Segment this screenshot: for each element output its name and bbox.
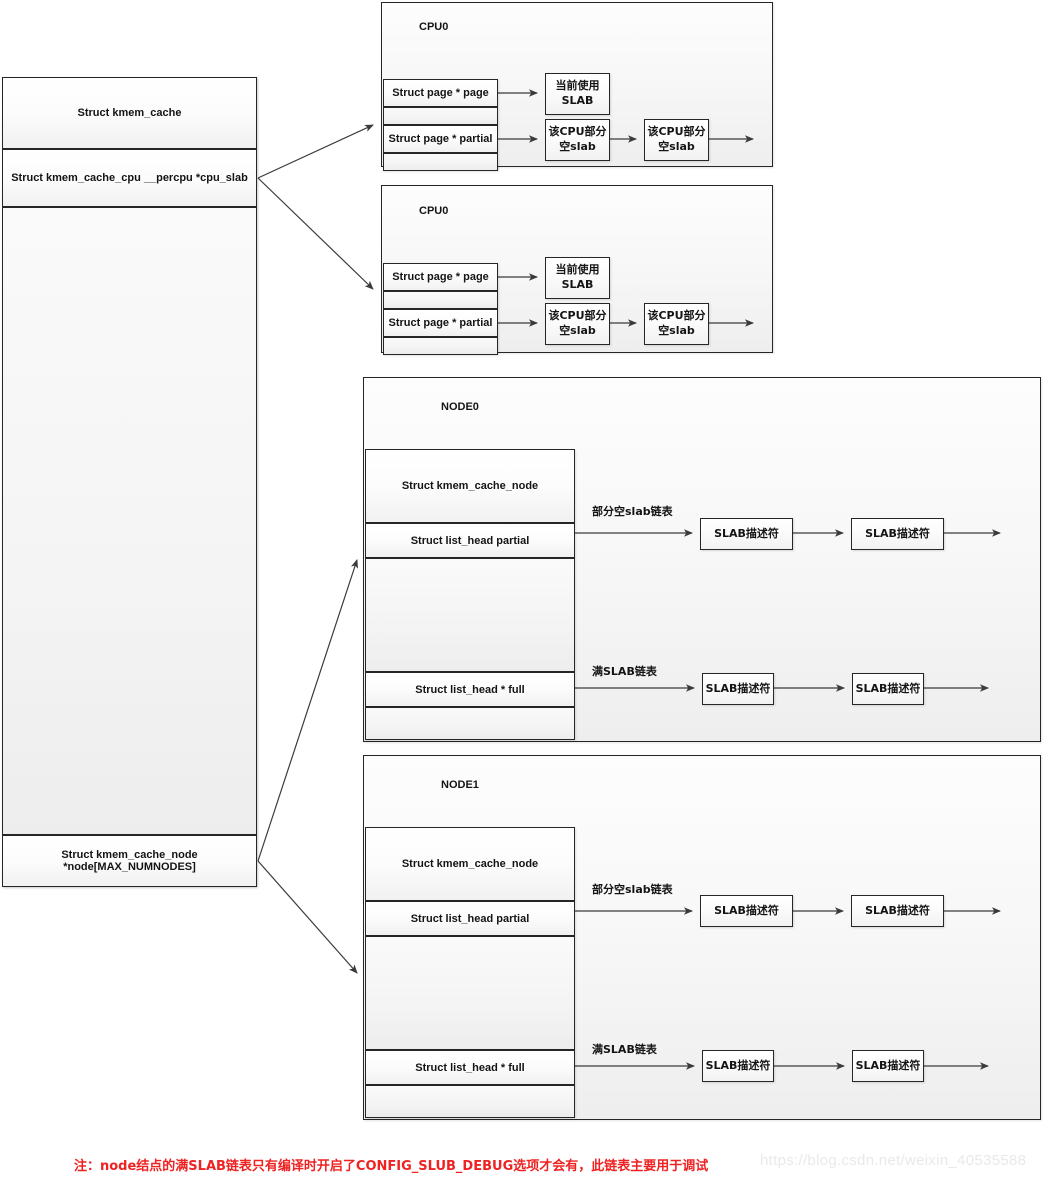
cpu-block-0-partial-slab-1-line2: 空slab: [559, 140, 596, 153]
node-block-1-full-slab-1-label: SLAB描述符: [705, 1058, 771, 1072]
cpu-block-1-current-slab-line2: SLAB: [561, 278, 594, 291]
cpu-block-0-row-page[interactable]: Struct page * page: [383, 79, 498, 107]
node-block-0-row-gap: [365, 558, 575, 672]
cpu-block-0-current-slab[interactable]: 当前使用 SLAB: [545, 73, 610, 115]
cpu-block-1-row-gap2: [383, 337, 498, 355]
cpu-block-0-page-label: Struct page * page: [392, 87, 489, 99]
node-block-0-partial-label: Struct list_head partial: [410, 534, 530, 547]
node-block-1-full-edge-label: 满SLAB链表: [592, 1043, 657, 1056]
node-block-1-partial-slab-2[interactable]: SLAB描述符: [851, 895, 944, 927]
node-block-1-row-partial[interactable]: Struct list_head partial: [365, 901, 575, 936]
cpu-block-1-row-partial[interactable]: Struct page * partial: [383, 309, 498, 337]
edge-cpuslab-to-cpu1: [257, 177, 374, 290]
cpu-block-1-row-page[interactable]: Struct page * page: [383, 263, 498, 291]
cpu-block-1-partial-label: Struct page * partial: [388, 317, 493, 329]
node-block-1-partial-edge-label: 部分空slab链表: [592, 883, 673, 896]
node-block-0-full-label: Struct list_head * full: [415, 683, 525, 696]
node-block-0-row-cache-node[interactable]: Struct kmem_cache_node: [365, 449, 575, 523]
node-block-0-partial-slab-2[interactable]: SLAB描述符: [851, 518, 944, 550]
node-block-0-row-tail: [365, 707, 575, 740]
kmem-cache-row-node-array[interactable]: Struct kmem_cache_node *node[MAX_NUMNODE…: [2, 835, 257, 887]
node-block-0-partial-slab-2-label: SLAB描述符: [865, 526, 930, 540]
node-block-0-row-partial[interactable]: Struct list_head partial: [365, 523, 575, 558]
node-block-0-full-slab-1-label: SLAB描述符: [705, 681, 771, 695]
node-block-0-partial-slab-1-label: SLAB描述符: [714, 526, 779, 540]
node-block-1-row-cache-node[interactable]: Struct kmem_cache_node: [365, 827, 575, 901]
cpu-block-0-partial-slab-1[interactable]: 该CPU部分 空slab: [545, 119, 610, 161]
cpu-block-1-partial-slab-1-line1: 该CPU部分: [548, 309, 607, 323]
node-block-1-partial-slab-1[interactable]: SLAB描述符: [700, 895, 793, 927]
cpu-block-1-partial-slab-1-line2: 空slab: [559, 324, 596, 337]
node-block-1-full-label: Struct list_head * full: [415, 1061, 525, 1074]
node-block-1-row-gap: [365, 936, 575, 1050]
node-block-1-partial-slab-1-label: SLAB描述符: [714, 903, 779, 917]
cpu-block-0-partial-slab-2[interactable]: 该CPU部分 空slab: [644, 119, 709, 161]
node-block-1-full-slab-1[interactable]: SLAB描述符: [702, 1050, 774, 1082]
edge-cpuslab-to-cpu0: [257, 124, 374, 179]
node-block-1-row-full[interactable]: Struct list_head * full: [365, 1050, 575, 1085]
cpu-block-0-title: CPU0: [419, 21, 449, 33]
node-block-0-partial-edge-label: 部分空slab链表: [592, 505, 673, 518]
node-block-0-full-slab-1[interactable]: SLAB描述符: [702, 673, 774, 705]
cpu-block-0-current-slab-line1: 当前使用: [555, 79, 600, 93]
node-block-1-row-tail: [365, 1085, 575, 1118]
cpu-block-1-current-slab[interactable]: 当前使用 SLAB: [545, 257, 610, 299]
edge-nodearray-to-node0: [257, 559, 359, 862]
node-block-0-full-edge-label: 满SLAB链表: [592, 665, 657, 678]
node-block-1-partial-label: Struct list_head partial: [410, 912, 530, 925]
cpu-block-1-title: CPU0: [419, 205, 449, 217]
cpu-block-1-partial-slab-2-line2: 空slab: [658, 324, 695, 337]
cpu-block-1-partial-slab-2-line1: 该CPU部分: [647, 309, 706, 323]
cpu-block-0-partial-label: Struct page * partial: [388, 133, 493, 145]
node-block-0-title: NODE0: [441, 401, 479, 413]
cpu-block-0-partial-slab-2-line2: 空slab: [658, 140, 695, 153]
edge-nodearray-to-node1: [257, 860, 358, 974]
kmem-cache-cpu-slab-label: Struct kmem_cache_cpu __percpu *cpu_slab: [11, 172, 248, 184]
cpu-block-1-partial-slab-1[interactable]: 该CPU部分 空slab: [545, 303, 610, 345]
kmem-cache-node-array-label: Struct kmem_cache_node *node[MAX_NUMNODE…: [61, 849, 198, 873]
node-block-0-row-full[interactable]: Struct list_head * full: [365, 672, 575, 707]
cpu-block-0-partial-slab-2-line1: 该CPU部分: [647, 125, 706, 139]
cpu-block-1-partial-slab-2[interactable]: 该CPU部分 空slab: [644, 303, 709, 345]
node-block-1-partial-slab-2-label: SLAB描述符: [865, 903, 930, 917]
node-block-1-full-slab-2[interactable]: SLAB描述符: [852, 1050, 924, 1082]
cpu-block-0-row-gap2: [383, 153, 498, 171]
cpu-block-1-page-label: Struct page * page: [392, 271, 489, 283]
kmem-cache-title-label: Struct kmem_cache: [77, 107, 182, 119]
node-block-0-partial-slab-1[interactable]: SLAB描述符: [700, 518, 793, 550]
node-block-1-title: NODE1: [441, 779, 479, 791]
cpu-block-0-row-partial[interactable]: Struct page * partial: [383, 125, 498, 153]
kmem-cache-row-title: Struct kmem_cache: [2, 77, 257, 149]
cpu-block-0-row-gap1: [383, 107, 498, 125]
node-block-0-full-slab-2[interactable]: SLAB描述符: [852, 673, 924, 705]
kmem-cache-row-spacer: [2, 207, 257, 835]
watermark: https://blog.csdn.net/weixin_40535588: [760, 1152, 1027, 1169]
node-block-1-cache-node-label: Struct kmem_cache_node: [401, 858, 539, 870]
cpu-block-1-current-slab-line1: 当前使用: [555, 263, 600, 277]
cpu-block-0-current-slab-line2: SLAB: [561, 94, 594, 107]
node-block-0-full-slab-2-label: SLAB描述符: [855, 681, 921, 695]
kmem-cache-row-cpu-slab[interactable]: Struct kmem_cache_cpu __percpu *cpu_slab: [2, 149, 257, 207]
node-block-1-full-slab-2-label: SLAB描述符: [855, 1058, 921, 1072]
node-block-0-cache-node-label: Struct kmem_cache_node: [401, 480, 539, 492]
cpu-block-1-row-gap1: [383, 291, 498, 309]
cpu-block-0-partial-slab-1-line1: 该CPU部分: [548, 125, 607, 139]
footer-note: 注：node结点的满SLAB链表只有编译时开启了CONFIG_SLUB_DEBU…: [74, 1159, 709, 1174]
